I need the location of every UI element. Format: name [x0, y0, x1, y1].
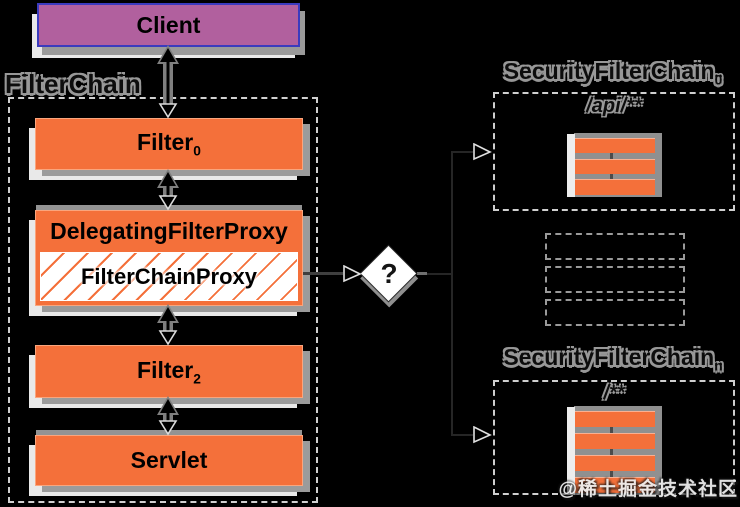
juejin-watermark: @稀土掘金技术社区 — [558, 479, 738, 500]
proxy-to-decision-line — [303, 272, 343, 275]
delegating-filter-proxy-box: DelegatingFilterProxy FilterChainProxy — [35, 210, 303, 306]
chain0-filter-bar — [575, 138, 655, 153]
client-box: Client — [37, 3, 300, 47]
arrow-client-filter0 — [157, 45, 179, 119]
decision-out-stub — [417, 272, 427, 275]
client-label: Client — [136, 11, 201, 38]
chainN-filter-bar — [575, 433, 655, 449]
proxy-to-decision-arrowhead — [343, 265, 362, 283]
filter2-label: Filter2 — [137, 356, 201, 387]
chainN-filter-bar — [575, 477, 655, 493]
servlet-box: Servlet — [35, 435, 303, 486]
more-chains-placeholder — [545, 299, 685, 326]
decision-question-mark: ? — [380, 258, 398, 289]
more-chains-placeholder — [545, 266, 685, 293]
chain0-entry-arrowhead — [473, 143, 492, 161]
security-chain0-title: SecurityFilterChain0 — [503, 58, 723, 88]
arrow-proxy-filter2 — [157, 304, 179, 346]
arrow-filter2-servlet — [157, 396, 179, 436]
chain0-filters-leftstrip — [567, 134, 575, 197]
filter-chain-proxy-label: FilterChainProxy — [80, 263, 258, 289]
security-chainN-title: SecurityFilterChainn — [503, 344, 723, 374]
chainN-bar-connector — [610, 471, 613, 477]
security-chain0-container — [493, 92, 735, 211]
security-chain0-pattern: /api/** — [586, 95, 642, 117]
more-chains-placeholder — [545, 233, 685, 260]
chainN-filter-bar — [575, 411, 655, 427]
chain0-bar-connector — [610, 153, 613, 159]
delegating-filter-proxy-label: DelegatingFilterProxy — [50, 218, 288, 244]
chain0-filter-bar — [575, 179, 655, 195]
security-chainN-pattern: /** — [603, 382, 625, 404]
filter-chain-proxy-box: FilterChainProxy — [40, 252, 298, 301]
chainN-filter-bar — [575, 455, 655, 471]
filter0-label: Filter0 — [137, 129, 201, 159]
chainN-bar-connector — [610, 449, 613, 455]
servlet-label: Servlet — [130, 447, 208, 473]
arrow-filter0-delegating — [157, 169, 179, 211]
chainN-filters-leftstrip — [567, 407, 575, 495]
filter2-box: Filter2 — [35, 345, 303, 398]
filter0-box: Filter0 — [35, 118, 303, 170]
chainN-bar-connector — [610, 427, 613, 433]
decision-to-chains-lines — [417, 151, 473, 436]
filterchain-label: FilterChain — [5, 69, 141, 99]
chain0-bar-connector — [610, 174, 613, 179]
chain0-filter-bar — [575, 159, 655, 174]
chainN-entry-arrowhead — [473, 426, 492, 444]
